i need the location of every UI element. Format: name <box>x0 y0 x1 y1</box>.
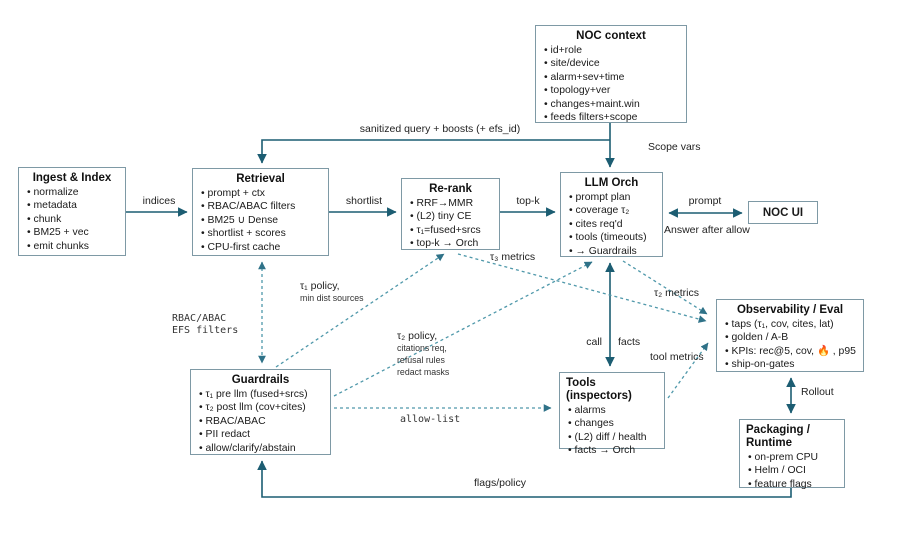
node-ingest-index: Ingest & Index normalize metadata chunk … <box>18 167 126 256</box>
node-title: Retrieval <box>236 173 285 185</box>
arrow-guardrails-to-rerank-tau1-policy <box>275 253 445 368</box>
edge-label-tau2-policy: τ₂ policy, citations req, refusal rules … <box>397 330 450 377</box>
node-rerank: Re-rank RRF→MMR (L2) tiny CE τ₁=fused+sr… <box>401 178 500 250</box>
edge-label-tool-metrics: tool metrics <box>650 351 704 363</box>
edge-label-tau2-metrics: τ₂ metrics <box>654 287 699 299</box>
node-items: id+role site/device alarm+sev+time topol… <box>542 44 680 124</box>
arrow-packaging-to-guardrails-flags <box>257 460 792 498</box>
node-title: NOC context <box>576 30 646 42</box>
edge-label-tau1-policy: τ₁ policy, min dist sources <box>300 280 364 303</box>
node-items: alarms changes (L2) diff / health facts … <box>566 404 658 458</box>
edge-label-rollout: Rollout <box>801 386 834 398</box>
edge-label-answer-after-allow: Answer after allow <box>664 224 750 236</box>
edge-label-scope-vars: Scope vars <box>648 141 701 153</box>
edge-label-shortlist: shortlist <box>345 195 383 207</box>
node-title: Packaging / Runtime <box>746 424 810 449</box>
node-items: prompt plan coverage τ₂ cites req'd tool… <box>567 191 656 258</box>
arrow-rerank-to-observability-tau3-metrics <box>457 253 707 323</box>
arrow-tools-to-observability-tool-metrics <box>667 342 709 399</box>
node-noc-ui: NOC UI <box>748 201 818 224</box>
edge-label-prompt: prompt <box>688 195 722 207</box>
node-title: Tools (inspectors) <box>566 377 632 402</box>
node-items: τ₁ pre llm (fused+srcs) τ₂ post llm (cov… <box>197 388 324 455</box>
node-observability-eval: Observability / Eval taps (τ₁, cov, cite… <box>716 299 864 372</box>
node-title: LLM Orch <box>584 177 639 189</box>
node-title: NOC UI <box>762 207 804 219</box>
node-llm-orch: LLM Orch prompt plan coverage τ₂ cites r… <box>560 172 663 257</box>
edge-label-top-k: top-k <box>516 195 540 207</box>
edge-label-tau3-metrics: τ₃ metrics <box>490 251 536 263</box>
edge-label-call: call <box>586 336 602 348</box>
edge-label-allow-list: allow-list <box>400 414 461 425</box>
edge-label-rbac-efs: RBAC/ABAC EFS filters <box>172 313 239 336</box>
node-title: Guardrails <box>231 374 290 386</box>
node-items: taps (τ₁, cov, cites, lat) golden / A-B … <box>723 318 857 372</box>
edge-label-sanitized-query: sanitized query + boosts (+ efs_id) <box>359 123 521 135</box>
edge-label-facts: facts <box>618 336 641 348</box>
edge-label-indices: indices <box>142 195 176 207</box>
arrow-sanitized-query-to-retrieval <box>257 139 610 164</box>
node-title: Ingest & Index <box>32 172 112 184</box>
node-items: RRF→MMR (L2) tiny CE τ₁=fused+srcs top-k… <box>408 197 493 251</box>
node-retrieval: Retrieval prompt + ctx RBAC/ABAC filters… <box>192 168 329 256</box>
arrow-guardrails-to-llmorch-tau2-policy <box>333 261 593 397</box>
node-items: on-prem CPU Helm / OCI feature flags <box>746 451 838 491</box>
node-items: normalize metadata chunk BM25 + vec emit… <box>25 186 119 253</box>
node-noc-context: NOC context id+role site/device alarm+se… <box>535 25 687 123</box>
node-title: Observability / Eval <box>736 304 844 316</box>
node-tools-inspectors: Tools (inspectors) alarms changes (L2) d… <box>559 372 665 456</box>
node-title: Re-rank <box>429 183 472 195</box>
node-guardrails: Guardrails τ₁ pre llm (fused+srcs) τ₂ po… <box>190 369 331 455</box>
arrow-llmorch-to-observability-tau2-metrics <box>622 260 708 315</box>
node-items: prompt + ctx RBAC/ABAC filters BM25 ∪ De… <box>199 187 322 254</box>
node-packaging-runtime: Packaging / Runtime on-prem CPU Helm / O… <box>739 419 845 491</box>
edge-label-flags-policy: flags/policy <box>474 477 526 489</box>
